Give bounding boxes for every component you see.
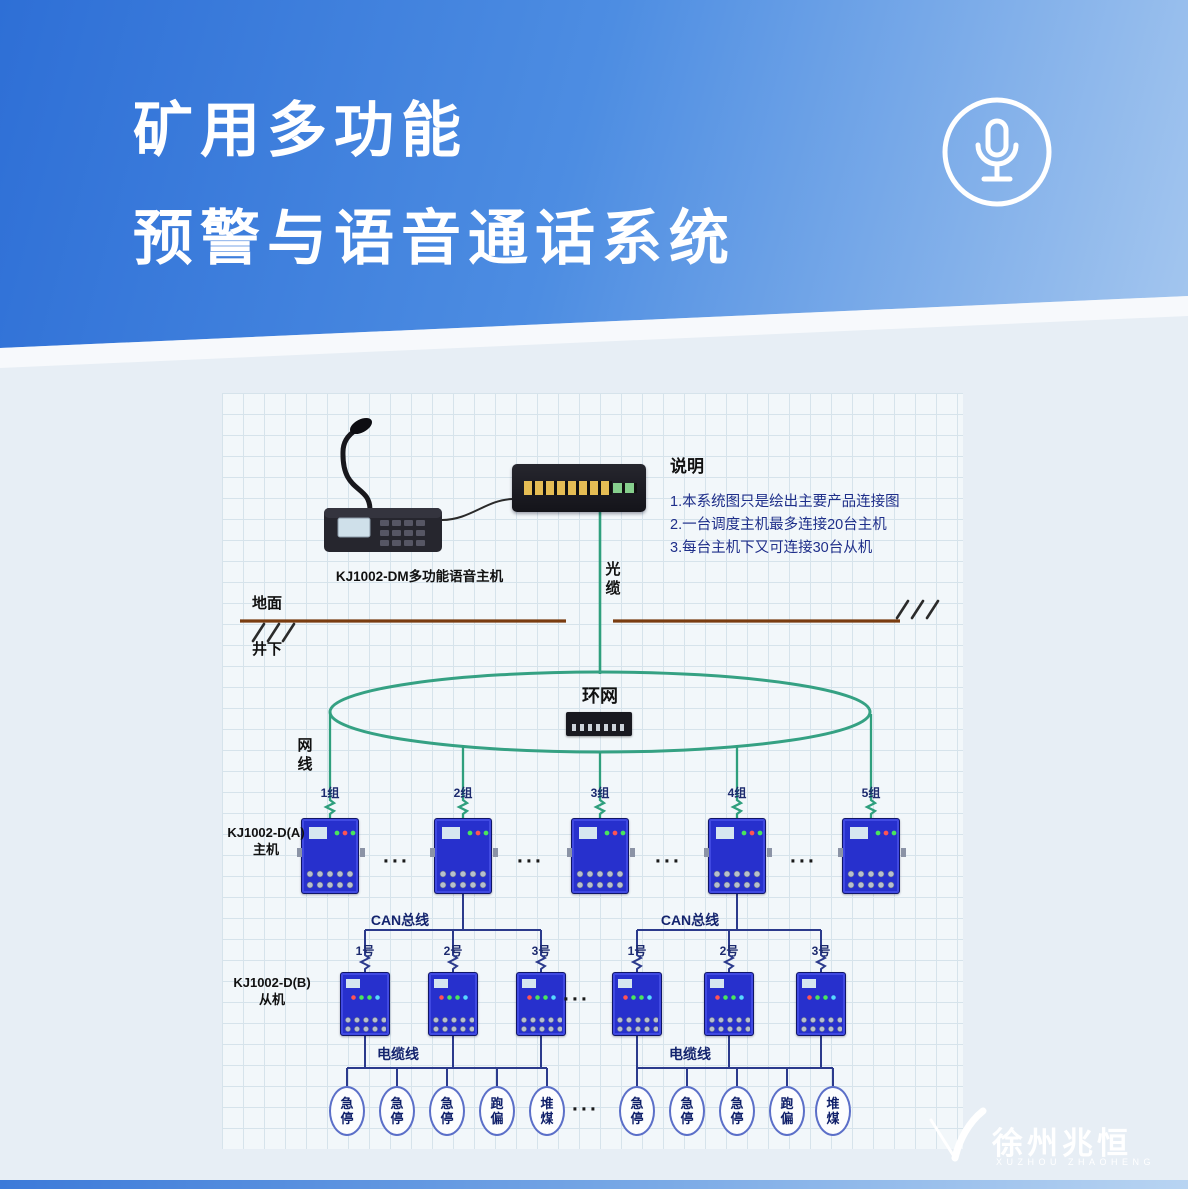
- ethernet-switch-device: [512, 464, 646, 512]
- ellipsis: ···: [572, 1098, 599, 1121]
- sensor-label: 堆煤: [540, 1096, 554, 1126]
- slave-number-1: 1号: [355, 944, 375, 958]
- microphone-icon: [942, 97, 1052, 207]
- sensor-emergency-stop: 急停: [719, 1086, 755, 1136]
- group-label-1: 1组: [320, 786, 340, 800]
- slave-device-6: [796, 972, 846, 1036]
- cable-line-label-left: 电缆线: [377, 1046, 419, 1062]
- dispatcher-console-device: [324, 417, 442, 552]
- slave-number-2: 2号: [443, 944, 463, 958]
- slave-type-line1: KJ1002-D(B): [233, 975, 311, 990]
- sensor-emergency-stop: 急停: [329, 1086, 365, 1136]
- notes-title: 说明: [670, 457, 704, 476]
- slave-type-line2: 从机: [258, 992, 285, 1007]
- can-bus-label-left: CAN总线: [370, 912, 430, 928]
- cable-line-label-right: 电缆线: [669, 1046, 711, 1062]
- console-label: KJ1002-DM多功能语音主机: [335, 569, 504, 584]
- ellipsis: ···: [383, 850, 410, 873]
- slave-number-3b: 3号: [811, 944, 831, 958]
- sensor-label: 急停: [630, 1096, 644, 1126]
- sensor-label: 跑偏: [780, 1096, 794, 1126]
- slave-number-2b: 2号: [719, 944, 739, 958]
- sensor-deviation: 跑偏: [769, 1086, 805, 1136]
- master-device-5: [838, 818, 900, 894]
- header-banner: [0, 0, 1188, 348]
- group-label-3: 3组: [590, 786, 610, 800]
- master-type-label: KJ1002-D(A) 主机: [222, 824, 310, 858]
- brand-name-en: XUZHOU ZHAOHENG: [996, 1157, 1156, 1167]
- slave-number-1b: 1号: [627, 944, 647, 958]
- underground-label: 井下: [252, 641, 283, 658]
- note-line-2: 2.一台调度主机最多连接20台主机: [670, 517, 887, 533]
- sensor-emergency-stop: 急停: [379, 1086, 415, 1136]
- bottom-accent-bar: [0, 1180, 1188, 1189]
- sensor-emergency-stop: 急停: [429, 1086, 465, 1136]
- ring-hub-device: [566, 712, 632, 736]
- can-bus-label-right: CAN总线: [660, 912, 720, 928]
- sensor-coal-pile: 堆煤: [815, 1086, 851, 1136]
- sensor-label: 急停: [340, 1096, 354, 1126]
- sensor-label: 急停: [680, 1096, 694, 1126]
- slave-device-4: [612, 972, 662, 1036]
- page-title-line1: 矿用多功能: [133, 97, 468, 164]
- group-label-2: 2组: [453, 786, 473, 800]
- master-device-1: [297, 818, 359, 894]
- slave-device-3: [516, 972, 566, 1036]
- master-device-3: [567, 818, 629, 894]
- ellipsis: ···: [790, 850, 817, 873]
- master-type-line1: KJ1002-D(A): [227, 825, 305, 840]
- ellipsis: ···: [517, 850, 544, 873]
- slave-type-label: KJ1002-D(B) 从机: [228, 974, 316, 1008]
- optical-cable-label: 光缆: [605, 561, 621, 597]
- sensor-label: 堆煤: [826, 1096, 840, 1126]
- brand-checkmark-icon: [929, 1107, 987, 1162]
- brand-name: 徐州兆恒: [992, 1126, 1132, 1161]
- ring-network-label: 环网: [582, 686, 618, 706]
- sensor-emergency-stop: 急停: [669, 1086, 705, 1136]
- slave-device-5: [704, 972, 754, 1036]
- group-label-4: 4组: [727, 786, 747, 800]
- page-title-line2: 预警与语音通话系统: [133, 205, 736, 272]
- ellipsis: ···: [655, 850, 682, 873]
- sensor-deviation: 跑偏: [479, 1086, 515, 1136]
- slave-number-3: 3号: [531, 944, 551, 958]
- sensor-label: 跑偏: [490, 1096, 504, 1126]
- lan-cable-label: 网线: [297, 737, 313, 773]
- note-line-1: 1.本系统图只是绘出主要产品连接图: [670, 494, 900, 510]
- slave-device-1: [340, 972, 390, 1036]
- group-label-5: 5组: [861, 786, 881, 800]
- sensor-label: 急停: [730, 1096, 744, 1126]
- surface-label: 地面: [252, 595, 283, 612]
- master-device-4: [704, 818, 766, 894]
- sensor-label: 急停: [440, 1096, 454, 1126]
- sensor-emergency-stop: 急停: [619, 1086, 655, 1136]
- sensor-label: 急停: [390, 1096, 404, 1126]
- note-line-3: 3.每台主机下又可连接30台从机: [670, 540, 873, 556]
- slave-device-2: [428, 972, 478, 1036]
- master-device-2: [430, 818, 492, 894]
- sensor-coal-pile: 堆煤: [529, 1086, 565, 1136]
- master-type-line2: 主机: [252, 842, 279, 857]
- ellipsis: ···: [563, 988, 590, 1011]
